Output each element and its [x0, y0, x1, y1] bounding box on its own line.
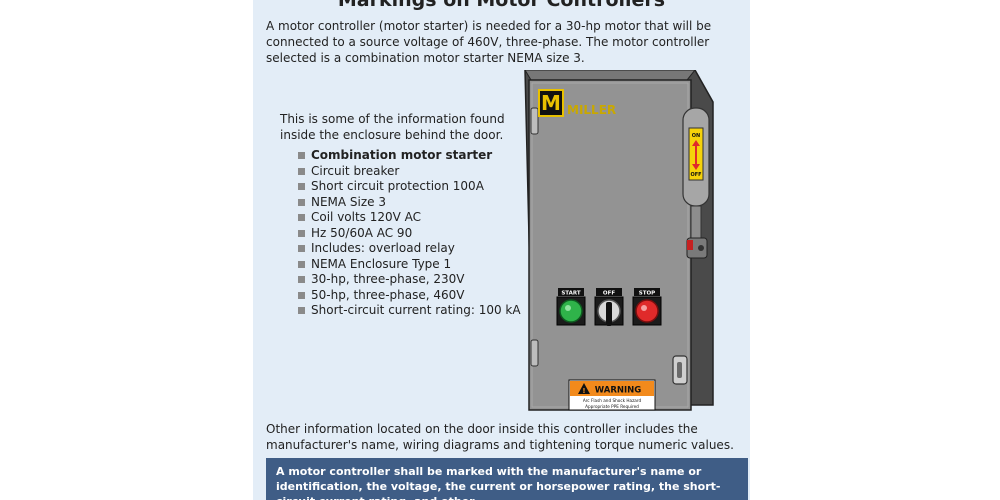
- page-title: Markings on Motor Controllers: [337, 0, 666, 11]
- list-item: 30-hp, three-phase, 230V: [298, 272, 521, 288]
- list-item: Short-circuit current rating: 100 kA: [298, 303, 521, 319]
- arrow-up-icon: [692, 140, 700, 146]
- handle-shaft: [690, 205, 702, 241]
- warning-title: WARNING: [595, 386, 642, 396]
- list-item: NEMA Size 3: [298, 195, 521, 211]
- square-bullet-icon: [298, 198, 305, 206]
- stop-label: STOP: [639, 291, 655, 297]
- switch-off-label: OFF: [690, 172, 701, 178]
- warning-line-2: Appropriate PPE Required: [585, 404, 639, 409]
- square-bullet-icon: [298, 152, 305, 160]
- enclosure-door: [528, 79, 692, 411]
- switch-on-label: ON: [692, 133, 700, 139]
- motor-controller-cabinet: M MILLER ON OFF START OFF STOP: [524, 70, 714, 411]
- door-hinge-top: [530, 107, 539, 135]
- square-bullet-icon: [298, 307, 305, 315]
- enclosure-note: This is some of the information found in…: [280, 112, 505, 142]
- square-bullet-icon: [298, 229, 305, 237]
- selector-label-plate: [596, 288, 622, 296]
- warning-triangle-icon: [578, 383, 590, 394]
- square-bullet-icon: [298, 167, 305, 175]
- infographic-panel: Markings on Motor Controllers A motor co…: [253, 0, 750, 500]
- list-item: 50-hp, three-phase, 460V: [298, 288, 521, 304]
- selector-knob[interactable]: [606, 302, 612, 326]
- square-bullet-icon: [298, 214, 305, 222]
- brand-logo: [538, 89, 564, 117]
- square-bullet-icon: [298, 276, 305, 284]
- list-item: Hz 50/60A AC 90: [298, 226, 521, 242]
- square-bullet-icon: [298, 245, 305, 253]
- warning-line-1: Arc Flash and Shock Hazard: [583, 398, 642, 403]
- selector-label: OFF: [603, 291, 615, 297]
- list-item: Short circuit protection 100A: [298, 179, 521, 195]
- stop-button[interactable]: [635, 299, 659, 323]
- intro-paragraph: A motor controller (motor starter) is ne…: [266, 19, 712, 65]
- svg-text:!: !: [582, 387, 585, 395]
- latch-lock-icon: [687, 240, 693, 250]
- logo-letter: M: [541, 91, 561, 115]
- enclosure-top: [524, 70, 696, 81]
- start-button[interactable]: [559, 299, 583, 323]
- list-item: Combination motor starter: [298, 148, 521, 164]
- arrow-down-icon: [692, 164, 700, 170]
- outro-paragraph: Other information located on the door in…: [266, 422, 734, 452]
- list-item: NEMA Enclosure Type 1: [298, 257, 521, 273]
- list-item: Coil volts 120V AC: [298, 210, 521, 226]
- list-item: Circuit breaker: [298, 164, 521, 180]
- spec-list: Combination motor starter Circuit breake…: [298, 148, 521, 319]
- square-bullet-icon: [298, 260, 305, 268]
- start-label: START: [561, 291, 581, 297]
- list-item: Includes: overload relay: [298, 241, 521, 257]
- door-hinge-bottom: [530, 339, 539, 367]
- callout-text: A motor controller shall be marked with …: [276, 465, 721, 500]
- code-callout-box: A motor controller shall be marked with …: [266, 458, 748, 500]
- brand-name: MILLER: [567, 103, 616, 117]
- start-label-plate: [558, 288, 584, 296]
- square-bullet-icon: [298, 183, 305, 191]
- stop-label-plate: [634, 288, 660, 296]
- square-bullet-icon: [298, 291, 305, 299]
